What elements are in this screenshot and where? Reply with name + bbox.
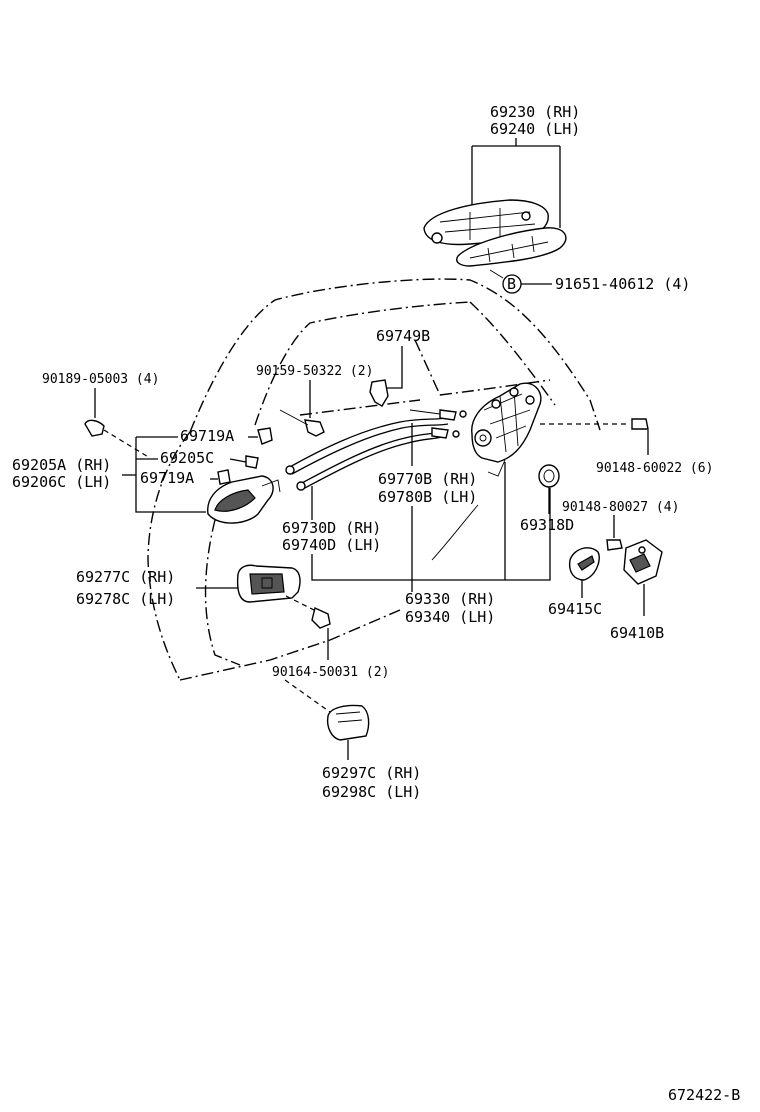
label-69410b: 69410B bbox=[610, 624, 664, 642]
label-69780b-lh: 69780B (LH) bbox=[378, 488, 477, 506]
grommet-69318d-icon bbox=[538, 464, 560, 488]
door-crease bbox=[431, 504, 479, 561]
inner-handle-frame-labels: 69719A 69205C 69205A (RH) 69206C (LH) 69… bbox=[12, 427, 273, 513]
door-lock-body bbox=[471, 382, 542, 463]
label-69730d-rh: 69730D (RH) bbox=[282, 519, 381, 537]
clip-90189-icon bbox=[84, 419, 105, 437]
cable-69770b-labels: 69770B (RH) 69780B (LH) bbox=[378, 423, 477, 580]
label-69206c-lh: 69206C (LH) bbox=[12, 473, 111, 491]
striker-69410b-group: 69410B bbox=[610, 539, 664, 642]
bolt-90159-group: 90159-50322 (2) bbox=[256, 364, 373, 437]
label-69277c-rh: 69277C (RH) bbox=[76, 568, 175, 586]
label-69318d: 69318D bbox=[520, 516, 574, 534]
label-69205a-rh: 69205A (RH) bbox=[12, 456, 111, 474]
pin-69719a-bottom-icon bbox=[217, 469, 231, 485]
bracket-69749b-shape bbox=[369, 379, 389, 407]
callout-b-letter: B bbox=[507, 275, 516, 293]
lock-plate-gasket bbox=[456, 227, 567, 267]
label-69770b-rh: 69770B (RH) bbox=[378, 470, 477, 488]
screw-90148-80027-icon bbox=[606, 539, 623, 551]
clip-69205c-icon bbox=[245, 455, 259, 469]
label-90189: 90189-05003 (4) bbox=[42, 372, 159, 387]
label-69240-lh: 69240 (LH) bbox=[490, 120, 580, 138]
label-69205c: 69205C bbox=[160, 449, 214, 467]
label-90148-80027: 90148-80027 (4) bbox=[562, 500, 679, 515]
label-69740d-lh: 69740D (LH) bbox=[282, 536, 381, 554]
label-90159: 90159-50322 (2) bbox=[256, 364, 373, 379]
label-69230-rh: 69230 (RH) bbox=[490, 103, 580, 121]
figure-id: 672422-B bbox=[668, 1086, 740, 1104]
bezel-group: 69297C (RH) 69298C (LH) bbox=[284, 679, 421, 801]
upper-lock-assembly: 69230 (RH) 69240 (LH) bbox=[423, 103, 580, 267]
bolt-90159-icon bbox=[304, 419, 325, 437]
screw-90164-icon bbox=[311, 607, 331, 629]
screw-90148-60022-group: 90148-60022 (6) bbox=[540, 418, 713, 476]
label-69719a-top: 69719A bbox=[180, 427, 234, 445]
striker-69415c-group: 69415C bbox=[548, 547, 602, 618]
label-69297c-rh: 69297C (RH) bbox=[322, 764, 421, 782]
screw-90164-group: 90164-50031 (2) bbox=[272, 595, 389, 680]
door-lock-assembly bbox=[471, 382, 542, 477]
pin-69719a-top-icon bbox=[257, 427, 273, 445]
label-69330-rh: 69330 (RH) bbox=[405, 590, 495, 608]
label-90164: 90164-50031 (2) bbox=[272, 665, 389, 680]
label-69340-lh: 69340 (LH) bbox=[405, 608, 495, 626]
label-69278c-lh: 69278C (LH) bbox=[76, 590, 175, 608]
label-69298c-lh: 69298C (LH) bbox=[322, 783, 421, 801]
inside-handle-group: 69277C (RH) 69278C (LH) bbox=[76, 564, 301, 608]
cables bbox=[285, 409, 467, 491]
grommet-69318d-group: 69318D bbox=[520, 464, 574, 534]
rod-69730d-labels: 69730D (RH) 69740D (LH) bbox=[282, 486, 381, 554]
door-lock-leader-lines: 69330 (RH) 69340 (LH) bbox=[311, 462, 551, 626]
label-69719a-bottom: 69719A bbox=[140, 469, 194, 487]
label-91651: 91651-40612 (4) bbox=[555, 275, 690, 293]
clip-90189-group: 90189-05003 (4) bbox=[42, 372, 159, 459]
bracket-69749b: 69749B bbox=[369, 327, 430, 407]
screw-90148-80027-group: 90148-80027 (4) bbox=[562, 500, 679, 551]
label-90148-60022: 90148-60022 (6) bbox=[596, 461, 713, 476]
label-69749b: 69749B bbox=[376, 327, 430, 345]
bezel-69297c-icon bbox=[326, 704, 370, 741]
door-outline bbox=[147, 278, 601, 681]
label-69415c: 69415C bbox=[548, 600, 602, 618]
screw-b-callout: B 91651-40612 (4) bbox=[489, 269, 690, 294]
screw-90148-60022-icon bbox=[631, 418, 649, 430]
inner-handle-frame bbox=[207, 475, 281, 524]
